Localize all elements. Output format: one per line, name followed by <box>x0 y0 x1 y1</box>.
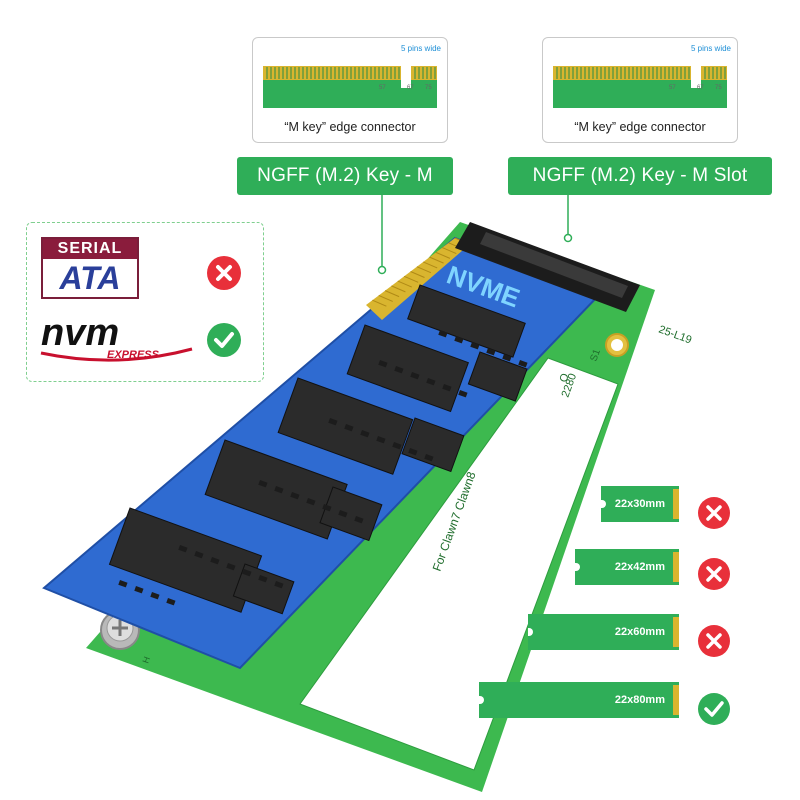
smd-component <box>166 598 176 606</box>
connector-caption: “M key” edge connector <box>574 120 706 134</box>
smd-component <box>258 575 268 583</box>
smd-component <box>438 330 448 338</box>
smd-component <box>408 448 418 456</box>
memory-chip <box>319 486 383 542</box>
edge-connector-diagram: 57 67 75 <box>553 58 727 108</box>
sata-unsupported-icon <box>207 256 241 290</box>
gold-finger <box>435 251 451 259</box>
sata-logo: SERIAL ATA <box>41 237 139 299</box>
smd-component <box>178 545 188 553</box>
smd-component <box>354 516 364 524</box>
edge-connector-diagram: 57 67 75 <box>263 58 437 108</box>
smd-component <box>344 424 354 432</box>
smd-component <box>454 336 464 344</box>
smd-component <box>502 354 512 362</box>
pins-note: 5 pins wide <box>400 44 441 53</box>
gold-finger <box>391 285 406 293</box>
connector-card-left: 5 pins wide 57 67 75 “M key” edge connec… <box>252 37 448 143</box>
smd-component <box>134 586 144 594</box>
memory-chip <box>346 324 470 413</box>
smd-component <box>194 551 204 559</box>
size-22x42-unsupported-icon <box>698 558 730 590</box>
smd-component <box>458 390 468 398</box>
gold-finger <box>416 266 432 274</box>
smd-component <box>518 360 528 368</box>
size-label: 22x60mm <box>614 626 665 638</box>
adapter-pcb-cutout <box>299 357 619 771</box>
pin-number: 57 <box>379 85 386 91</box>
pin-number: 75 <box>425 85 432 91</box>
smd-component <box>322 504 332 512</box>
smd-component <box>150 592 160 600</box>
badge-key-m-slot: NGFF (M.2) Key - M Slot <box>508 157 772 195</box>
gold-finger <box>378 294 393 302</box>
gold-finger <box>429 256 444 264</box>
sata-logo-top: SERIAL <box>43 239 137 259</box>
size-label: 22x80mm <box>614 694 665 706</box>
memory-chip <box>467 351 528 402</box>
smd-component <box>426 378 436 386</box>
gold-finger <box>403 275 419 283</box>
size-card-22x60: 22x60mm <box>528 614 679 650</box>
smd-component <box>274 581 284 589</box>
gold-finger <box>442 247 457 255</box>
size-card-22x30: 22x30mm <box>601 486 679 522</box>
smd-component <box>442 384 452 392</box>
smd-component <box>394 366 404 374</box>
size-card-22x42: 22x42mm <box>575 549 679 585</box>
smd-component <box>424 454 434 462</box>
pin-number: 57 <box>669 85 676 91</box>
size-22x80-supported-icon <box>698 693 730 725</box>
smd-component <box>258 480 268 488</box>
size-22x30-unsupported-icon <box>698 497 730 529</box>
nvme-logo-word: nvm <box>41 312 120 354</box>
size-card-22x80: 22x80mm <box>479 682 679 718</box>
smd-component <box>410 372 420 380</box>
memory-chip <box>232 563 295 615</box>
size-label: 22x30mm <box>614 498 665 510</box>
smd-component <box>470 342 480 350</box>
sata-logo-bottom: ATA <box>59 260 121 296</box>
pin-number: 67 <box>697 85 704 91</box>
connector-caption: “M key” edge connector <box>284 120 416 134</box>
smd-component <box>338 510 348 518</box>
smd-component <box>274 486 284 494</box>
pcb-text-code: 25-L19 <box>657 324 693 347</box>
badge-key-m: NGFF (M.2) Key - M <box>237 157 453 195</box>
pin-number: 75 <box>715 85 722 91</box>
pcb-text-h: H <box>140 655 152 665</box>
gold-finger <box>372 299 387 307</box>
gold-finger <box>410 271 425 278</box>
gold-finger <box>397 280 412 288</box>
smd-component <box>328 418 338 426</box>
pins-note: 5 pins wide <box>690 44 731 53</box>
protocol-support-box: SERIAL ATA nvm EXPRESS <box>26 222 264 382</box>
smd-component <box>290 492 300 500</box>
gold-finger <box>423 261 438 269</box>
nvme-logo: nvm EXPRESS <box>37 312 193 369</box>
pin-number: 67 <box>407 85 414 91</box>
smd-component <box>210 557 220 565</box>
smd-component <box>360 430 370 438</box>
pcb-text-s1: S1 <box>588 347 603 363</box>
size-22x60-unsupported-icon <box>698 625 730 657</box>
gold-finger <box>384 290 400 298</box>
smd-component <box>306 498 316 506</box>
smd-component <box>376 436 386 444</box>
smd-component <box>486 348 496 356</box>
size-label: 22x42mm <box>614 561 665 573</box>
gold-fingers <box>366 238 470 320</box>
smd-component <box>378 360 388 368</box>
smd-component <box>226 563 236 571</box>
smd-component <box>118 580 128 588</box>
smd-component <box>392 442 402 450</box>
smd-component <box>242 569 252 577</box>
connector-card-right: 5 pins wide 57 67 75 “M key” edge connec… <box>542 37 738 143</box>
nvme-logo-sub: EXPRESS <box>107 349 159 361</box>
nvme-supported-icon <box>207 323 241 357</box>
memory-chip <box>401 417 465 473</box>
